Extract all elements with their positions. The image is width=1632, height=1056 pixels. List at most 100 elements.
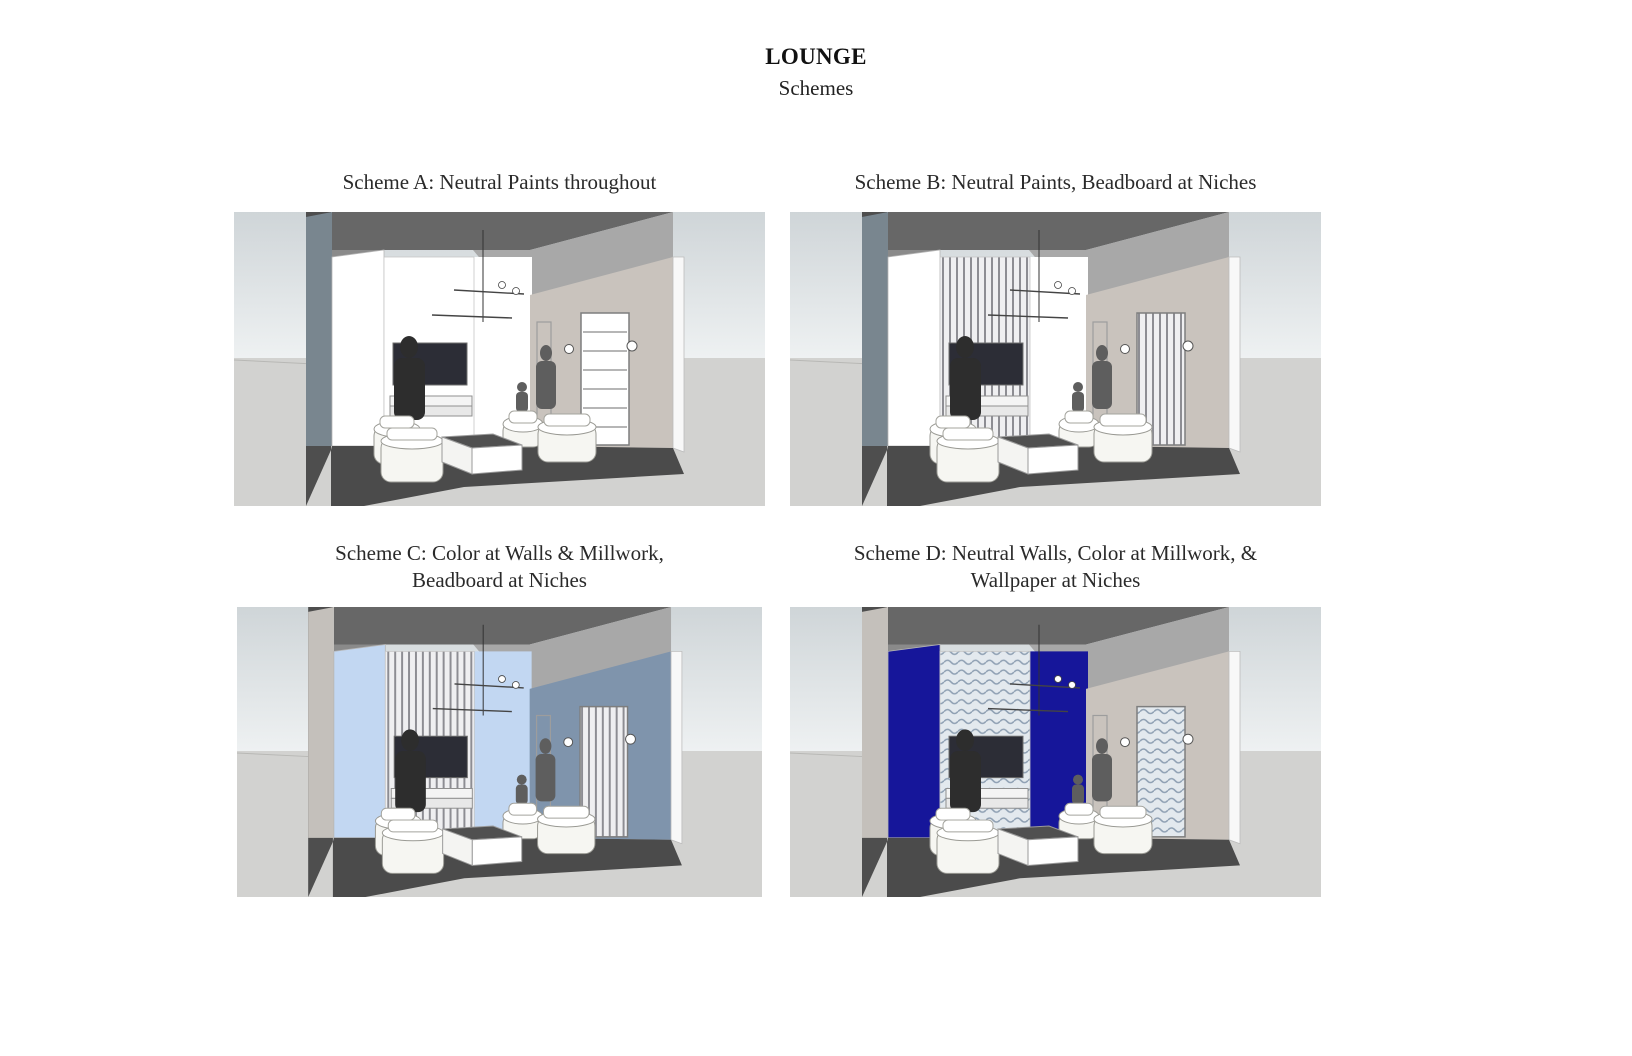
lounge-chair-front-left-back — [386, 427, 438, 441]
person-head — [401, 729, 419, 752]
pendant-arm — [987, 707, 1069, 713]
left-millwork — [333, 644, 386, 839]
page-title: LOUNGE — [765, 44, 867, 69]
pendant-bulb — [1054, 281, 1062, 289]
lounge-chair-back-right-back — [1064, 410, 1094, 424]
wall-sconce — [1182, 340, 1194, 352]
person-body — [1092, 753, 1112, 802]
lounge-chair-front-right-back — [543, 805, 590, 819]
tv-console-lower — [389, 405, 473, 417]
lounge-chair-back-right-back — [508, 802, 538, 816]
horizon-line — [790, 752, 871, 758]
person-head — [1096, 345, 1108, 361]
child-head — [516, 774, 527, 785]
lounge-chair-front-right-back — [1099, 413, 1147, 427]
caption-line: Scheme B: Neutral Paints, Beadboard at N… — [854, 170, 1257, 194]
wall-sconce — [563, 737, 574, 748]
person-head — [539, 738, 552, 754]
ceiling — [888, 607, 1229, 645]
person-body — [536, 361, 556, 409]
person-head — [400, 336, 418, 358]
scheme-b-caption: Scheme B: Neutral Paints, Beadboard at N… — [790, 169, 1321, 196]
person-head — [1096, 738, 1108, 754]
person-head — [956, 336, 974, 358]
scheme-a-rendering — [234, 212, 765, 506]
pendant-bulb — [512, 287, 520, 295]
right-wall-edge — [1228, 650, 1241, 845]
room-rendering — [790, 607, 1321, 897]
caption-line: Scheme A: Neutral Paints throughout — [342, 170, 657, 194]
lounge-chair-back-left-back — [935, 807, 971, 821]
pendant-bulb — [1068, 287, 1076, 295]
wall-sconce — [1182, 733, 1194, 745]
left-wall — [862, 212, 888, 446]
scheme-b-rendering — [790, 212, 1321, 506]
scheme-c-caption: Scheme C: Color at Walls & Millwork, Bea… — [237, 540, 762, 594]
scheme-a-caption: Scheme A: Neutral Paints throughout — [234, 169, 765, 196]
pendant-arm — [454, 683, 524, 689]
left-millwork — [887, 644, 941, 839]
pendant-arm — [431, 314, 513, 319]
lounge-chair-back-left-back — [380, 807, 416, 821]
lounge-chair-front-left-back — [942, 427, 994, 441]
caption-line: Scheme C: Color at Walls & Millwork, — [335, 541, 664, 565]
pendant-bulb — [1054, 675, 1062, 683]
room-rendering — [234, 212, 765, 506]
lounge-chair-back-right-back — [1064, 802, 1094, 816]
wall-sconce — [625, 733, 636, 745]
room-rendering — [237, 607, 762, 897]
person-head — [540, 345, 552, 361]
lounge-chair-back-right-back — [508, 410, 538, 424]
child-body — [516, 392, 528, 412]
left-wall — [308, 607, 334, 838]
ceiling — [332, 212, 673, 250]
pendant-bulb — [1068, 681, 1076, 689]
child-body — [1072, 784, 1084, 805]
person-head — [956, 729, 974, 752]
page-subtitle: Schemes — [778, 76, 854, 100]
coffee-table-side — [471, 836, 523, 866]
coffee-table-side — [1027, 444, 1079, 475]
left-millwork — [887, 249, 941, 447]
lounge-chair-front-right-back — [1099, 805, 1147, 819]
tv-console-lower — [390, 797, 473, 809]
person-body — [394, 358, 425, 420]
left-wall — [862, 607, 888, 838]
caption-line: Scheme D: Neutral Walls, Color at Millwo… — [853, 541, 1258, 565]
pendant-bulb — [498, 675, 506, 683]
coffee-table-side — [1027, 836, 1079, 866]
child-body — [515, 784, 528, 805]
horizon-line — [790, 359, 871, 365]
left-millwork — [331, 249, 385, 447]
pendant-bulb — [511, 681, 520, 689]
right-wall-edge — [670, 650, 683, 845]
lounge-chair-front-left-back — [942, 819, 994, 833]
person-body — [1092, 361, 1112, 409]
room-rendering — [790, 212, 1321, 506]
person-body — [950, 358, 981, 420]
caption-line: Beadboard at Niches — [412, 568, 587, 592]
tv-console-lower — [945, 797, 1029, 809]
pendant-arm — [987, 314, 1069, 319]
lounge-chair-front-right-back — [543, 413, 591, 427]
child-head — [517, 382, 527, 392]
pendant-bulb — [498, 281, 506, 289]
pendant-arm — [1009, 289, 1081, 295]
ceiling — [333, 607, 672, 645]
coffee-table-side — [471, 444, 523, 475]
horizon-line — [237, 752, 317, 758]
right-wall-edge — [672, 256, 685, 453]
horizon-line — [234, 359, 315, 365]
left-wall — [306, 212, 332, 446]
pendant-arm — [1009, 683, 1081, 689]
pendant-arm — [453, 289, 525, 295]
person-body — [950, 751, 981, 813]
lounge-chair-back-left-back — [935, 415, 971, 429]
caption-line: Wallpaper at Niches — [970, 568, 1141, 592]
wall-sconce — [1120, 344, 1130, 354]
ceiling — [888, 212, 1229, 250]
right-wall-edge — [1228, 256, 1241, 453]
scheme-d-rendering — [790, 607, 1321, 897]
tv-console-lower — [945, 405, 1029, 417]
child-body — [1072, 392, 1084, 412]
